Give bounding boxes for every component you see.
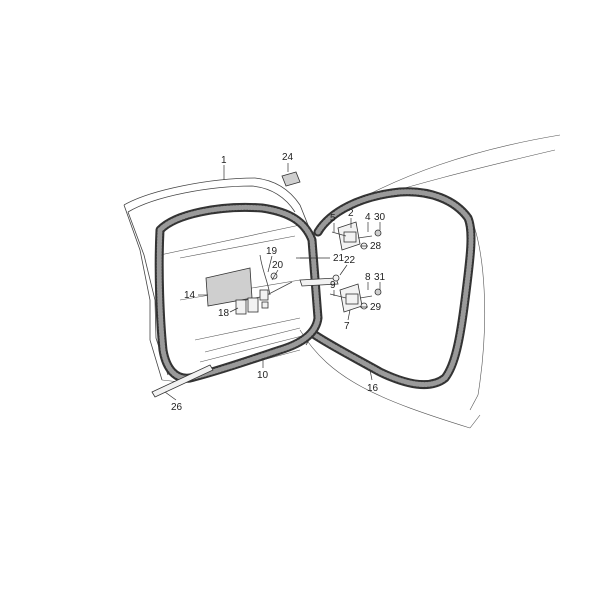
callout-labels: 1 24 2 4 30 5 28 19 20 21 22 14 9 8 31 2… (171, 152, 386, 413)
door-small-parts (235, 171, 301, 315)
callout-18: 18 (218, 308, 230, 319)
callout-28: 28 (370, 241, 382, 252)
wiring (245, 254, 293, 301)
callout-22: 22 (344, 255, 356, 266)
callout-19: 19 (266, 246, 278, 257)
callout-16: 16 (367, 383, 379, 394)
callout-24: 24 (282, 152, 294, 163)
door-check (299, 274, 340, 287)
callout-1: 1 (221, 155, 227, 166)
leader-lines (164, 163, 381, 401)
callout-20: 20 (272, 260, 284, 271)
callout-14: 14 (184, 290, 196, 301)
callout-4: 4 (365, 212, 371, 223)
door-seal (154, 202, 323, 383)
callout-21: 21 (333, 253, 345, 264)
callout-8: 8 (365, 272, 371, 283)
callout-26: 26 (171, 402, 183, 413)
callout-5: 5 (330, 213, 336, 224)
callout-10: 10 (257, 370, 269, 381)
callout-30: 30 (374, 212, 386, 223)
body-opening-seal (310, 187, 476, 389)
callout-31: 31 (374, 272, 386, 283)
sill-trim (151, 364, 214, 398)
callout-2: 2 (348, 208, 354, 219)
upper-hinge (296, 221, 382, 259)
callout-7: 7 (344, 321, 350, 332)
callout-9: 9 (330, 280, 336, 291)
callout-29: 29 (370, 302, 382, 313)
lower-hinge (329, 283, 382, 313)
